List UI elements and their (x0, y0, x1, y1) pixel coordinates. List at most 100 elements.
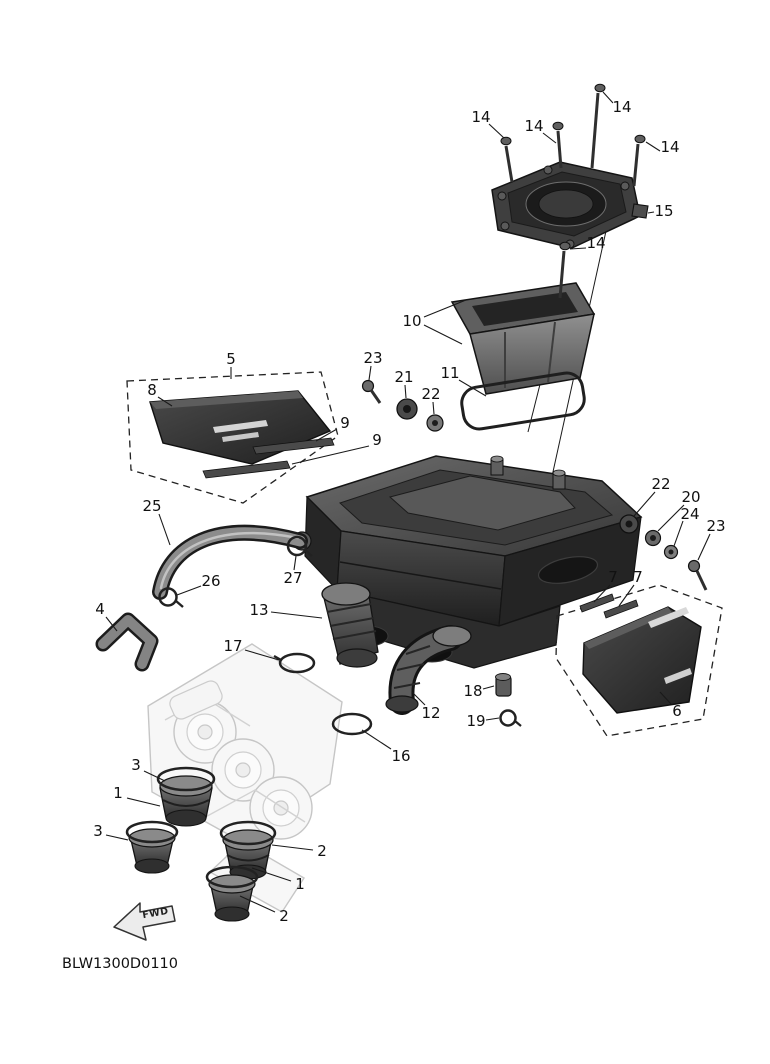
seal-strip-9 (252, 437, 335, 455)
callout-26: 26 (201, 572, 220, 590)
bolt-23-head (687, 559, 701, 573)
leader-line-14 (542, 132, 557, 144)
leader-line-9 (315, 428, 338, 442)
screw-14-shaft (556, 130, 563, 169)
breather-hose-group (152, 524, 313, 608)
funnel-joint-group (450, 282, 596, 431)
case-top-raised-center (388, 475, 576, 531)
callout-15: 15 (654, 202, 673, 220)
callout-14: 14 (612, 98, 631, 116)
panel-6-edge-highlight (584, 607, 672, 649)
leader-line-19 (485, 717, 500, 721)
rib-line (329, 617, 375, 627)
boot-bottom (214, 906, 250, 922)
bolt-23-head (361, 379, 375, 393)
clamp-27-screw (304, 549, 313, 557)
panel-8-edge-highlight (150, 391, 303, 409)
callout-27: 27 (283, 569, 302, 587)
boot-top (222, 829, 274, 851)
cap-boss (543, 165, 553, 175)
callout-21: 21 (394, 368, 413, 386)
fitting-15 (631, 203, 649, 219)
callout-14: 14 (524, 117, 543, 135)
callout-2: 2 (317, 842, 327, 860)
case-mount-fasteners-left (361, 379, 444, 432)
clamp-ring-2 (219, 820, 277, 846)
hose-4-group (95, 612, 159, 672)
diagram-code: BLW1300D0110 (62, 956, 178, 972)
throttle-shaft (235, 762, 251, 778)
throttle-shaft (197, 724, 213, 740)
duct-12-bottom (385, 695, 419, 713)
panel-6-vent-slot (648, 607, 689, 628)
callout-19: 19 (466, 712, 485, 730)
boot-top (128, 828, 176, 848)
leader-line-13 (270, 611, 323, 619)
screw-14-head (634, 134, 646, 144)
callout-22: 22 (421, 385, 440, 403)
leader-line-14 (602, 91, 614, 104)
callout-14: 14 (660, 138, 679, 156)
screw-14-head (552, 121, 564, 131)
spacer-clamp-group (495, 673, 522, 727)
leader-line-18 (482, 685, 495, 690)
engine-bracket (169, 680, 223, 720)
callout-3: 3 (131, 756, 141, 774)
duct-13-bottom (336, 648, 378, 668)
leader-line-16 (361, 729, 392, 750)
leader-line-10 (423, 324, 463, 345)
bolt-23-shaft (695, 570, 708, 591)
leader-line-2 (271, 844, 314, 851)
screw-14-shaft (590, 92, 600, 169)
leader-line-25 (158, 513, 171, 546)
leader-line-2 (239, 895, 276, 913)
collar-22-hole (432, 420, 438, 426)
callout-22: 22 (651, 475, 670, 493)
panel-6-vent-slot (664, 668, 692, 684)
leader-line-22 (432, 401, 435, 415)
leader-line-8 (157, 396, 173, 407)
case-post-top (552, 469, 566, 477)
leader-line-6 (659, 691, 672, 705)
callout-14: 14 (471, 108, 490, 126)
callout-18: 18 (463, 682, 482, 700)
clamp-27 (286, 535, 308, 557)
leader-line-12 (411, 691, 426, 706)
seal-strip-7 (579, 593, 615, 613)
screw-14-shaft (504, 145, 514, 183)
screws-14 (500, 83, 646, 299)
callout-2: 2 (279, 907, 289, 925)
clamp-ring-3 (156, 766, 216, 792)
clamp-26-screw (175, 600, 184, 608)
callout-20: 20 (681, 488, 700, 506)
leader-line-24 (673, 520, 684, 547)
clamp-ring-3 (125, 820, 179, 844)
clamp-17 (278, 652, 316, 674)
boot-top (159, 775, 213, 797)
leader-line-10 (423, 299, 467, 318)
panel-8-group (126, 371, 339, 504)
leader-line-15 (647, 211, 655, 214)
leader-line-23 (697, 533, 711, 561)
case-mount-fasteners-right (619, 514, 708, 591)
callout-11: 11 (440, 364, 459, 382)
grommet-21-hole (403, 405, 411, 413)
leader-line-14 (488, 123, 505, 139)
leader-line-14 (569, 247, 587, 250)
funnel-10-opening (472, 292, 578, 326)
case-right-recess (537, 556, 599, 584)
clamp-26 (158, 587, 178, 607)
leader-line-27 (293, 555, 297, 571)
screw-14-head (500, 136, 512, 146)
intake-boots (125, 766, 277, 922)
callout-16: 16 (391, 747, 410, 765)
dashed-box-5 (126, 371, 339, 504)
screw-14-head (594, 83, 606, 93)
leader-line-23 (368, 365, 372, 381)
callout-10: 10 (402, 312, 421, 330)
leader-line-21 (404, 384, 407, 399)
clamp-19 (499, 709, 517, 727)
